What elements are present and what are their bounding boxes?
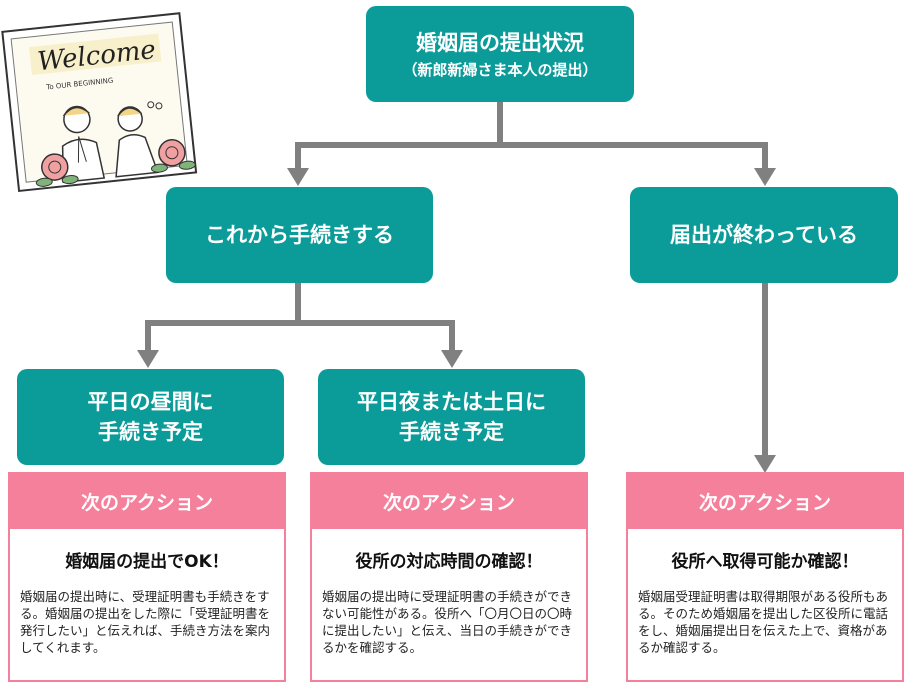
leaf1-line1: 平日の昼間に	[87, 390, 214, 414]
branch-left-label: これから手続きする	[205, 223, 394, 247]
action-card-3-header: 次のアクション	[628, 474, 902, 529]
wedding-illustration: Welcome To OUR BEGINNING	[1, 12, 198, 193]
action-card-2-body: 婚姻届の提出時に受理証明書の手続きができない可能性がある。役所へ「〇月〇日の〇時…	[322, 589, 573, 655]
action-card-1-header: 次のアクション	[10, 474, 284, 529]
arrowhead-action3	[754, 455, 776, 473]
leaf-weekday-daytime-node: 平日の昼間に 手続き予定	[17, 369, 284, 465]
action-card-3: 次のアクション 役所へ取得可能か確認！ 婚姻届受理証明書は取得期限がある役所もあ…	[626, 472, 904, 682]
arrowhead-leaf2	[441, 350, 463, 368]
action-card-1: 次のアクション 婚姻届の提出でOK！ 婚姻届の提出時に、受理証明書も手続きをする…	[8, 472, 286, 682]
action-card-3-title: 役所へ取得可能か確認！	[671, 552, 859, 572]
groom-figure	[61, 105, 106, 184]
rose-left	[35, 153, 79, 187]
arrowhead-right	[754, 168, 776, 186]
branch-right-node: 届出が終わっている	[630, 187, 898, 283]
action-card-2: 次のアクション 役所の対応時間の確認！ 婚姻届の提出時に受理証明書の手続きができ…	[310, 472, 588, 682]
branch-left-node: これから手続きする	[166, 187, 433, 283]
root-node: 婚姻届の提出状況 （新郎新婦さま本人の提出）	[366, 6, 634, 102]
root-title: 婚姻届の提出状況	[416, 31, 584, 55]
leaf-weekday-night-weekend-node: 平日夜または土日に 手続き予定	[318, 369, 585, 465]
action-card-2-header: 次のアクション	[312, 474, 586, 529]
action-card-1-title: 婚姻届の提出でOK！	[65, 552, 229, 572]
rose-right	[150, 139, 196, 173]
arrowhead-leaf1	[137, 350, 159, 368]
leaf1-line2: 手続き予定	[98, 420, 203, 444]
action-card-3-body: 婚姻届受理証明書は取得期限がある役所もある。そのため婚姻届を提出した区役所に電話…	[638, 589, 889, 655]
action-card-1-body: 婚姻届の提出時に、受理証明書も手続きをする。婚姻届の提出をした際に「受理証明書を…	[20, 589, 271, 655]
leaf2-line2: 手続き予定	[399, 420, 504, 444]
arrowhead-left	[287, 168, 309, 186]
root-subtitle: （新郎新婦さま本人の提出）	[402, 61, 598, 79]
bride-figure	[115, 101, 163, 178]
action-card-2-title: 役所の対応時間の確認！	[355, 552, 543, 572]
branch-right-label: 届出が終わっている	[670, 223, 858, 247]
leaf2-line1: 平日夜または土日に	[357, 390, 546, 414]
